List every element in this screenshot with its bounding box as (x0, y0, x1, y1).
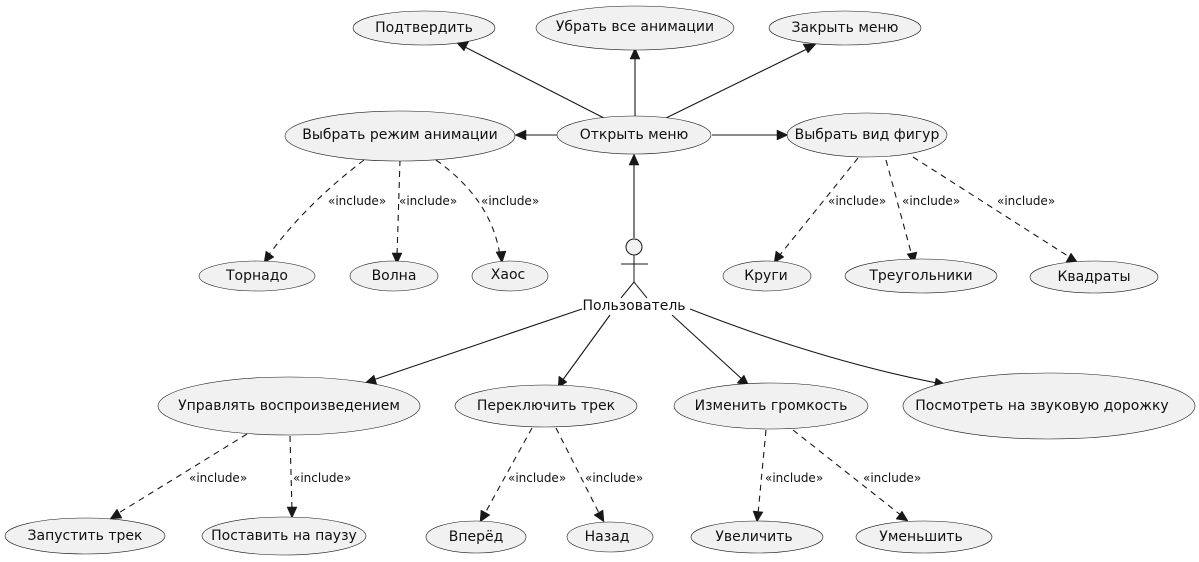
use-case-label: Уменьшить (879, 529, 962, 545)
use-case-increase[interactable]: Увеличить (690, 520, 824, 554)
arrowhead-circles (773, 250, 785, 264)
include-label-wave: «include» (399, 194, 457, 208)
use-case-switch-track[interactable]: Переключить трек (454, 384, 638, 428)
include-label-back: «include» (585, 471, 643, 485)
use-case-circles[interactable]: Круги (722, 260, 812, 292)
edge-include-back (555, 427, 601, 516)
use-case-label: Квадраты (1057, 269, 1130, 285)
edge-include-circles (778, 157, 859, 257)
use-case-label: Хаос (491, 267, 525, 283)
edge-include-decrease (792, 429, 903, 517)
use-case-label: Торнадо (225, 268, 288, 284)
edge-include-wave (396, 159, 401, 257)
use-case-label: Назад (585, 529, 630, 545)
edge-user-to-control-playback (372, 308, 583, 381)
arrowhead-start-track (109, 508, 123, 520)
use-case-label: Запустить трек (28, 528, 143, 544)
use-case-label: Вперёд (449, 529, 504, 545)
use-case-confirm[interactable]: Подтвердить (352, 10, 496, 46)
use-case-label: Поставить на паузу (211, 528, 357, 544)
arrowhead-tornado (263, 250, 275, 264)
use-case-close-menu[interactable]: Закрыть меню (768, 10, 922, 46)
use-case-control-playback[interactable]: Управлять воспроизведением (157, 376, 421, 436)
use-case-pause[interactable]: Поставить на паузу (201, 516, 367, 556)
edge-include-start-track (116, 433, 248, 515)
use-case-choose-animation-mode[interactable]: Выбрать режим анимации (284, 110, 516, 162)
arrowhead-close-menu (802, 43, 817, 54)
use-cases: Подтвердить Убрать все анимации Закрыть … (4, 5, 1196, 556)
use-case-label: Круги (744, 268, 788, 284)
actor-name: Пользователь (582, 298, 685, 314)
edge-include-squares (912, 156, 1072, 259)
arrowhead-pause (286, 506, 298, 519)
use-case-decrease[interactable]: Уменьшить (855, 520, 993, 554)
arrowhead-decrease (895, 510, 909, 522)
use-case-change-volume[interactable]: Изменить громкость (673, 382, 869, 430)
use-case-label: Закрыть меню (792, 20, 899, 36)
include-label-start-track: «include» (189, 471, 247, 485)
arrowhead-animation-mode (514, 129, 527, 141)
use-case-open-menu[interactable]: Открыть меню (556, 115, 712, 155)
include-label-pause: «include» (293, 471, 351, 485)
include-label-circles: «include» (828, 194, 886, 208)
use-case-chaos[interactable]: Хаос (471, 260, 549, 292)
use-case-remove-animations[interactable]: Убрать все анимации (535, 5, 735, 51)
edge-user-to-switch-track (561, 314, 611, 382)
include-label-triangles: «include» (902, 194, 960, 208)
use-case-label: Выбрать режим анимации (302, 127, 498, 143)
include-label-forward: «include» (508, 471, 566, 485)
use-case-label: Подтвердить (375, 20, 473, 36)
edges (109, 40, 1079, 523)
edge-open-menu-to-close-menu (665, 47, 810, 119)
include-label-squares: «include» (997, 194, 1055, 208)
use-case-label: Увеличить (715, 529, 792, 545)
actor-user[interactable]: Пользователь (582, 238, 686, 314)
use-case-label: Управлять воспроизведением (178, 398, 400, 414)
edge-include-pause (289, 435, 293, 511)
use-case-label: Посмотреть на звуковую дорожку (915, 398, 1168, 414)
use-case-wave[interactable]: Волна (349, 260, 439, 292)
actor-leg-right (633, 281, 648, 299)
edge-user-to-view-soundtrack (689, 308, 938, 384)
include-labels: «include» «include» «include» «include» … (189, 194, 1055, 485)
use-case-label: Волна (372, 268, 417, 284)
use-case-label: Изменить громкость (695, 398, 848, 414)
include-label-decrease: «include» (863, 471, 921, 485)
use-case-choose-shape-type[interactable]: Выбрать вид фигур (786, 112, 948, 158)
arrowhead-increase (752, 510, 764, 523)
edge-user-to-change-volume (671, 314, 744, 381)
edge-include-chaos (435, 159, 501, 257)
use-case-label: Выбрать вид фигур (795, 127, 940, 143)
arrowhead-wave (391, 252, 403, 265)
use-case-triangles[interactable]: Треугольники (844, 258, 998, 294)
include-label-tornado: «include» (328, 194, 386, 208)
use-case-squares[interactable]: Квадраты (1029, 260, 1159, 294)
edge-include-increase (757, 429, 767, 515)
edge-open-menu-to-confirm (462, 45, 605, 119)
arrowhead-forward (479, 509, 491, 523)
use-case-back[interactable]: Назад (566, 521, 654, 553)
use-case-label: Открыть меню (580, 127, 689, 143)
include-label-increase: «include» (765, 471, 823, 485)
arrowhead-back (593, 509, 605, 523)
edge-include-triangles (885, 159, 913, 257)
include-label-chaos: «include» (481, 194, 539, 208)
use-case-view-soundtrack[interactable]: Посмотреть на звуковую дорожку (902, 372, 1196, 440)
edge-include-tornado (267, 159, 365, 257)
arrowhead-open-menu (628, 153, 640, 166)
actor-leg-left (620, 281, 635, 299)
use-case-forward[interactable]: Вперёд (425, 520, 527, 554)
arrowhead-shape-type (776, 129, 789, 141)
use-case-label: Убрать все анимации (556, 19, 714, 35)
use-case-start-track[interactable]: Запустить трек (4, 517, 166, 555)
arrowhead-chaos (495, 250, 507, 264)
use-case-tornado[interactable]: Торнадо (198, 260, 316, 292)
actor-head (625, 238, 643, 256)
arrowhead-remove-animations (629, 47, 641, 60)
use-case-label: Переключить трек (477, 398, 615, 414)
edge-include-forward (483, 427, 533, 516)
use-case-label: Треугольники (868, 268, 972, 284)
